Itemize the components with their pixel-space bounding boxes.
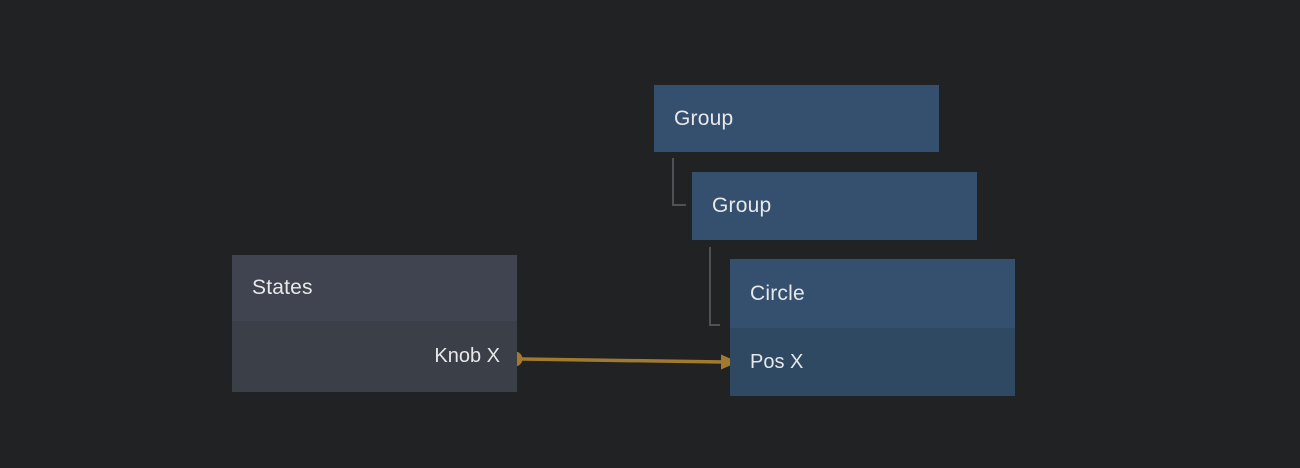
port-label: Knob X [434,345,500,367]
node-group-2[interactable]: Group [692,172,977,240]
node-header: States [232,255,517,321]
node-header: Group [692,172,977,240]
connection-wire[interactable] [521,357,725,364]
node-title: Group [674,106,734,130]
node-header: Circle [730,259,1015,328]
node-title: Group [712,194,772,217]
node-title: Circle [750,281,805,305]
tree-connector-group1-group2 [672,158,686,206]
port-label: Pos X [750,350,804,373]
port-knob-x[interactable]: Knob X [232,321,517,392]
port-pos-x[interactable]: Pos X [730,328,1015,396]
node-header: Group [654,85,939,152]
node-group-1[interactable]: Group [654,85,939,152]
node-body: Pos X [730,328,1015,396]
node-title: States [252,276,313,299]
tree-connector-group2-circle [709,247,720,326]
node-body: Knob X [232,321,517,392]
node-states[interactable]: States Knob X [232,255,517,392]
node-circle[interactable]: Circle Pos X [730,259,1015,396]
